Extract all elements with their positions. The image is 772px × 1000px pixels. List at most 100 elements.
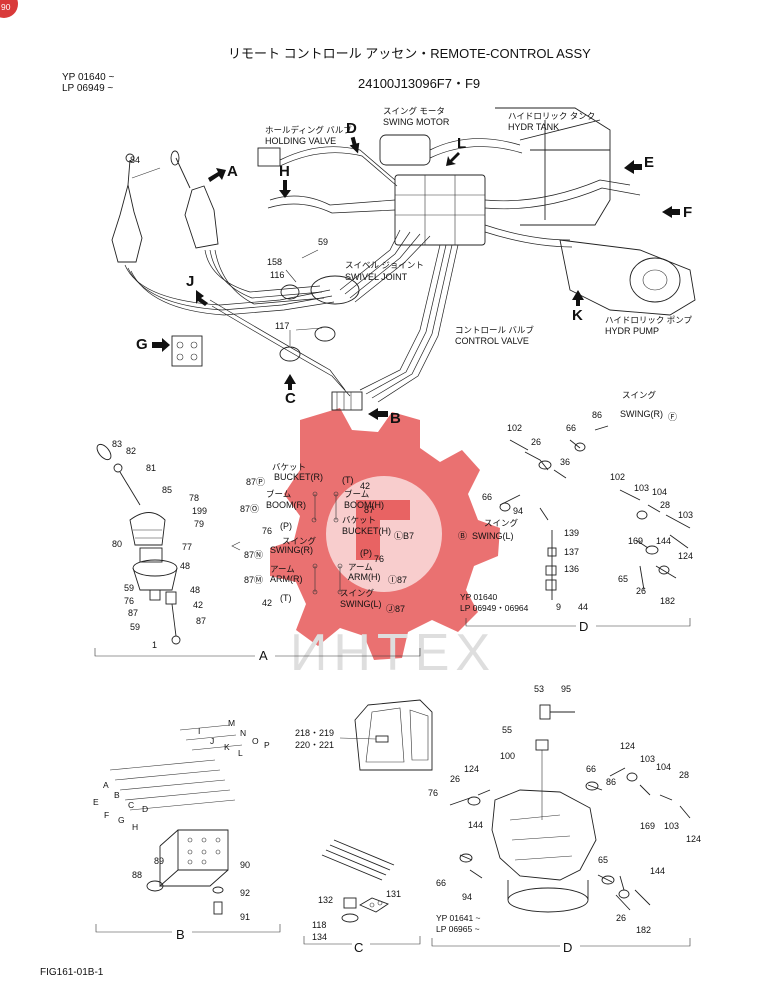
svg-text:LP 06965 ~: LP 06965 ~	[436, 924, 480, 934]
svg-text:K: K	[224, 742, 230, 752]
svg-text:80: 80	[112, 539, 122, 549]
svg-text:SWING(R): SWING(R)	[270, 545, 313, 555]
svg-text:SWIVEL JOINT: SWIVEL JOINT	[345, 272, 408, 282]
svg-text:M: M	[228, 718, 235, 728]
svg-text:スイング: スイング	[484, 518, 519, 528]
svg-text:26: 26	[450, 774, 460, 784]
svg-text:91: 91	[240, 912, 250, 922]
svg-text:(P): (P)	[360, 548, 372, 558]
part-number: 24100J13096F7・F9	[358, 76, 480, 91]
function-schematic: バケット 87Ⓟ BUCKET(R) (T) 42 ブーム BOOM(H) ブー…	[231, 462, 414, 614]
svg-text:86: 86	[606, 777, 616, 787]
svg-text:182: 182	[660, 596, 675, 606]
svg-text:1: 1	[152, 640, 157, 650]
svg-text:E: E	[93, 797, 99, 807]
svg-text:169: 169	[640, 821, 655, 831]
svg-text:ハイドロリック ポンプ: ハイドロリック ポンプ	[605, 315, 692, 325]
svg-text:LP 06949・06964: LP 06949・06964	[460, 603, 529, 613]
section-c-bracket	[303, 936, 421, 945]
svg-text:89: 89	[154, 856, 164, 866]
svg-text:65: 65	[618, 574, 628, 584]
svg-text:102: 102	[610, 472, 625, 482]
svg-text:G: G	[118, 815, 125, 825]
svg-text:144: 144	[650, 866, 665, 876]
section-d-upper-parts: 102 26 66 86 36 66 94 139 137 136 9 44 1…	[482, 410, 693, 612]
svg-text:199: 199	[192, 506, 207, 516]
figure-id: FIG161-01B-1	[40, 967, 104, 978]
svg-text:E: E	[644, 154, 654, 171]
view-arrow-c: C	[284, 374, 296, 407]
svg-text:78: 78	[189, 493, 199, 503]
svg-text:83: 83	[112, 439, 122, 449]
svg-text:86: 86	[592, 410, 602, 420]
svg-text:バケット: バケット	[342, 515, 376, 525]
part-59: 59	[318, 237, 328, 247]
svg-text:BUCKET(H): BUCKET(H)	[342, 526, 391, 536]
section-d-lower-label: D	[563, 940, 572, 955]
section-d-upper-labels: スイング SWING(R) Ⓕ スイング SWING(L) Ⓑ YP 01640…	[458, 390, 677, 613]
svg-text:G: G	[136, 336, 148, 353]
svg-text:76: 76	[262, 526, 272, 536]
svg-text:O: O	[252, 736, 259, 746]
svg-text:103: 103	[640, 754, 655, 764]
svg-text:ARM(R): ARM(R)	[270, 574, 303, 584]
view-arrow-h: H	[279, 163, 291, 198]
svg-text:134: 134	[312, 932, 327, 942]
svg-text:アーム: アーム	[270, 564, 295, 574]
svg-text:103: 103	[664, 821, 679, 831]
component-label-holding-valve: ホールディング バルブ HOLDING VALVE	[265, 125, 352, 146]
svg-text:36: 36	[560, 457, 570, 467]
svg-text:182: 182	[636, 925, 651, 935]
svg-text:87: 87	[364, 505, 374, 515]
component-label-swivel-joint: スイベル ジョイント SWIVEL JOINT	[345, 260, 424, 282]
svg-text:SWING(L): SWING(L)	[472, 531, 514, 541]
svg-text:87: 87	[196, 616, 206, 626]
svg-text:Ⓙ87: Ⓙ87	[386, 604, 405, 614]
svg-text:104: 104	[652, 487, 667, 497]
svg-text:ハイドロリック タンク: ハイドロリック タンク	[508, 111, 595, 121]
svg-text:スイング: スイング	[340, 588, 375, 598]
svg-text:H: H	[132, 822, 138, 832]
svg-text:D: D	[346, 120, 357, 137]
svg-text:85: 85	[162, 485, 172, 495]
section-b-label: B	[176, 927, 185, 942]
svg-text:81: 81	[146, 463, 156, 473]
svg-text:124: 124	[620, 741, 635, 751]
svg-text:B: B	[390, 410, 401, 427]
component-label-control-valve: コントロール バルブ CONTROL VALVE	[455, 325, 534, 346]
svg-text:92: 92	[240, 888, 250, 898]
svg-text:F: F	[104, 810, 109, 820]
svg-text:(T): (T)	[280, 593, 292, 603]
part-117: 117	[275, 321, 289, 331]
view-arrow-l: L	[446, 135, 466, 166]
view-arrow-k: K	[572, 290, 584, 324]
svg-text:59: 59	[124, 583, 134, 593]
svg-text:スイング: スイング	[282, 536, 317, 546]
svg-text:H: H	[279, 163, 290, 180]
svg-text:HYDR PUMP: HYDR PUMP	[605, 326, 659, 336]
svg-text:BOOM(R): BOOM(R)	[266, 500, 306, 510]
svg-text:26: 26	[616, 913, 626, 923]
svg-text:B: B	[114, 790, 120, 800]
svg-text:スイング モータ: スイング モータ	[383, 106, 445, 116]
svg-text:124: 124	[686, 834, 701, 844]
svg-text:65: 65	[598, 855, 608, 865]
svg-text:137: 137	[564, 547, 579, 557]
svg-text:44: 44	[578, 602, 588, 612]
svg-text:66: 66	[586, 764, 596, 774]
svg-text:Ⓑ: Ⓑ	[458, 531, 467, 541]
svg-text:SWING(R): SWING(R)	[620, 409, 663, 419]
svg-text:124: 124	[464, 764, 479, 774]
svg-text:CONTROL VALVE: CONTROL VALVE	[455, 336, 529, 346]
serial-left-1: YP 01640 ~	[62, 72, 115, 83]
svg-text:59: 59	[130, 622, 140, 632]
section-b-bracket-plate	[109, 724, 243, 915]
svg-text:88: 88	[132, 870, 142, 880]
svg-text:102: 102	[507, 423, 522, 433]
svg-text:コントロール バルブ: コントロール バルブ	[455, 325, 534, 335]
section-b-bracket	[95, 924, 281, 933]
svg-text:SWING(L): SWING(L)	[340, 599, 382, 609]
svg-text:42: 42	[262, 598, 272, 608]
main-assembly	[111, 107, 696, 411]
svg-text:136: 136	[564, 564, 579, 574]
